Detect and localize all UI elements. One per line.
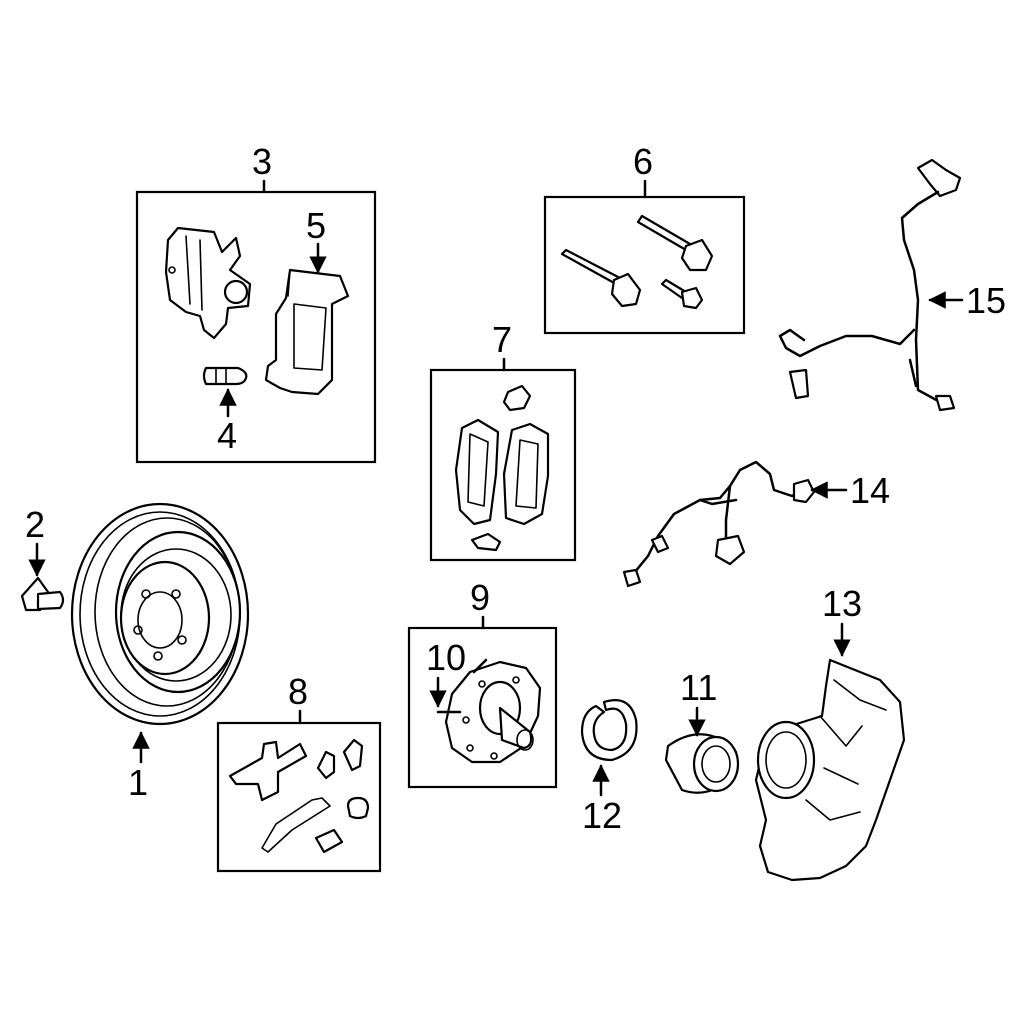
snap-ring xyxy=(580,699,638,762)
callout-8: 8 xyxy=(288,671,308,712)
guide-pin xyxy=(202,366,248,386)
callout-15: 15 xyxy=(966,280,1006,321)
wheel-stud xyxy=(436,658,488,714)
callout-11: 11 xyxy=(680,667,717,708)
brake-hose xyxy=(622,460,816,588)
callout-6: 6 xyxy=(633,141,653,182)
hardware-kit xyxy=(228,738,370,854)
caliper-bracket xyxy=(264,268,350,396)
callout-2: 2 xyxy=(25,504,45,545)
callout-14: 14 xyxy=(850,470,890,511)
callout-5: 5 xyxy=(306,205,326,246)
wheel-bearing xyxy=(664,733,740,794)
rotor-screw xyxy=(20,576,65,612)
brake-rotor xyxy=(70,502,250,726)
brake-pads xyxy=(454,384,550,552)
callout-12: 12 xyxy=(582,795,622,836)
callout-10: 10 xyxy=(426,637,466,678)
callout-1: 1 xyxy=(128,762,148,803)
splash-shield xyxy=(754,658,906,882)
callout-9: 9 xyxy=(470,577,490,618)
callout-3: 3 xyxy=(252,141,272,182)
wheel-hub xyxy=(444,660,542,764)
caliper-bolts xyxy=(560,214,714,310)
callout-7: 7 xyxy=(492,319,512,360)
abs-sensor xyxy=(778,158,962,412)
pad-set-box xyxy=(429,368,577,562)
caliper xyxy=(164,226,252,340)
callout-4: 4 xyxy=(217,415,237,456)
callout-13: 13 xyxy=(822,583,862,624)
caliper-kit-box xyxy=(135,190,377,464)
